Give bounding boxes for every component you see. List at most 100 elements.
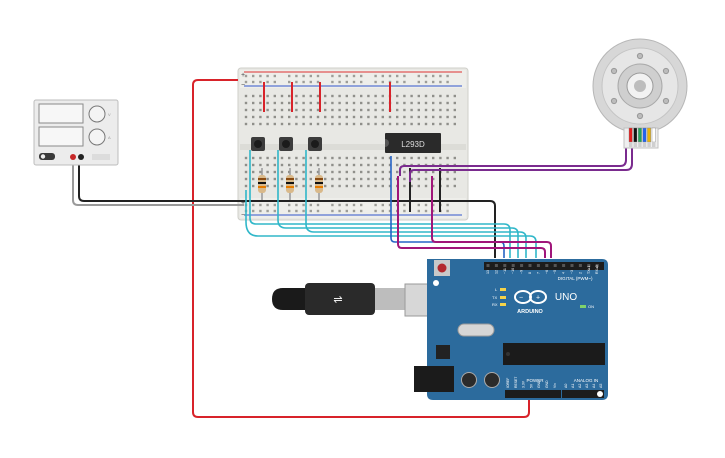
breadboard-hole[interactable] (388, 177, 392, 181)
breadboard-hole[interactable] (352, 94, 356, 98)
breadboard-hole[interactable] (288, 156, 291, 160)
rail-hole[interactable] (309, 209, 312, 213)
breadboard-hole[interactable] (295, 122, 298, 126)
rail-hole[interactable] (266, 74, 269, 78)
breadboard-hole[interactable] (338, 122, 341, 126)
breadboard-hole[interactable] (424, 122, 428, 126)
breadboard-hole[interactable] (266, 170, 269, 174)
breadboard-hole[interactable] (424, 101, 428, 105)
breadboard-hole[interactable] (273, 101, 276, 105)
breadboard-hole[interactable] (403, 156, 406, 160)
breadboard-hole[interactable] (280, 101, 284, 105)
rail-hole[interactable] (295, 80, 298, 84)
breadboard-hole[interactable] (381, 163, 384, 167)
breadboard-hole[interactable] (331, 177, 334, 181)
breadboard-hole[interactable] (432, 108, 435, 112)
rail-hole[interactable] (417, 74, 420, 78)
breadboard-hole[interactable] (424, 94, 428, 98)
breadboard-hole[interactable] (432, 115, 435, 119)
rail-hole[interactable] (374, 80, 377, 84)
breadboard-hole[interactable] (280, 170, 284, 174)
rail-hole[interactable] (432, 209, 435, 213)
breadboard-hole[interactable] (453, 156, 456, 160)
breadboard-hole[interactable] (403, 177, 406, 181)
breadboard-hole[interactable] (331, 122, 334, 126)
power-header[interactable] (505, 390, 561, 398)
rail-hole[interactable] (266, 209, 269, 213)
breadboard-hole[interactable] (417, 122, 420, 126)
rail-hole[interactable] (295, 203, 298, 207)
breadboard-hole[interactable] (396, 163, 399, 167)
breadboard-hole[interactable] (252, 184, 255, 188)
breadboard-hole[interactable] (381, 170, 384, 174)
breadboard-hole[interactable] (266, 184, 269, 188)
digital-pin[interactable] (587, 264, 591, 267)
breadboard-hole[interactable] (338, 94, 341, 98)
breadboard-hole[interactable] (396, 101, 399, 105)
breadboard-hole[interactable] (244, 101, 248, 105)
rail-hole[interactable] (388, 203, 392, 207)
rail-hole[interactable] (259, 80, 262, 84)
breadboard-hole[interactable] (324, 163, 327, 167)
breadboard-hole[interactable] (352, 115, 356, 119)
breadboard-hole[interactable] (381, 156, 384, 160)
breadboard-hole[interactable] (273, 177, 276, 181)
rail-hole[interactable] (403, 80, 406, 84)
breadboard-holes[interactable] (244, 74, 456, 213)
breadboard-hole[interactable] (280, 163, 284, 167)
digital-pin[interactable] (486, 264, 490, 267)
rail-hole[interactable] (295, 74, 298, 78)
rail-hole[interactable] (302, 80, 305, 84)
breadboard-hole[interactable] (324, 115, 327, 119)
breadboard-hole[interactable] (266, 94, 269, 98)
breadboard-hole[interactable] (374, 184, 377, 188)
breadboard-hole[interactable] (309, 115, 312, 119)
breadboard-hole[interactable] (324, 156, 327, 160)
breadboard-hole[interactable] (244, 122, 248, 126)
breadboard-hole[interactable] (439, 156, 442, 160)
breadboard-hole[interactable] (316, 108, 320, 112)
breadboard-hole[interactable] (280, 108, 284, 112)
breadboard-hole[interactable] (367, 101, 370, 105)
motor-wires[interactable] (628, 127, 656, 147)
resistor-1[interactable] (258, 168, 266, 200)
breadboard-hole[interactable] (266, 108, 269, 112)
breadboard-hole[interactable] (302, 101, 305, 105)
breadboard-hole[interactable] (266, 156, 269, 160)
breadboard-hole[interactable] (374, 163, 377, 167)
breadboard-hole[interactable] (352, 170, 356, 174)
current-knob[interactable] (88, 128, 106, 146)
dc-jack[interactable] (414, 366, 454, 392)
breadboard-hole[interactable] (252, 94, 255, 98)
rail-hole[interactable] (309, 74, 312, 78)
breadboard-hole[interactable] (439, 101, 442, 105)
rail-hole[interactable] (309, 203, 312, 207)
breadboard-hole[interactable] (446, 115, 449, 119)
digital-pin[interactable] (494, 264, 498, 267)
breadboard-hole[interactable] (367, 177, 370, 181)
motor-pin[interactable] (652, 142, 656, 147)
motor-pin[interactable] (647, 142, 651, 147)
breadboard-hole[interactable] (374, 115, 377, 119)
breadboard-hole[interactable] (295, 156, 298, 160)
motor-pin[interactable] (642, 142, 647, 147)
breadboard-hole[interactable] (381, 115, 384, 119)
breadboard-hole[interactable] (410, 170, 413, 174)
push-button-3[interactable] (308, 137, 322, 151)
breadboard-hole[interactable] (266, 122, 269, 126)
breadboard-hole[interactable] (345, 108, 348, 112)
rail-hole[interactable] (252, 203, 255, 207)
breadboard-hole[interactable] (360, 170, 363, 174)
rail-hole[interactable] (309, 80, 312, 84)
resistor-3[interactable] (315, 168, 323, 200)
breadboard-hole[interactable] (302, 177, 305, 181)
breadboard-hole[interactable] (259, 163, 262, 167)
breadboard-hole[interactable] (280, 115, 284, 119)
breadboard-hole[interactable] (403, 108, 406, 112)
breadboard-hole[interactable] (252, 163, 255, 167)
breadboard-hole[interactable] (374, 156, 377, 160)
rail-hole[interactable] (446, 74, 449, 78)
breadboard-hole[interactable] (367, 170, 370, 174)
rail-hole[interactable] (259, 203, 262, 207)
